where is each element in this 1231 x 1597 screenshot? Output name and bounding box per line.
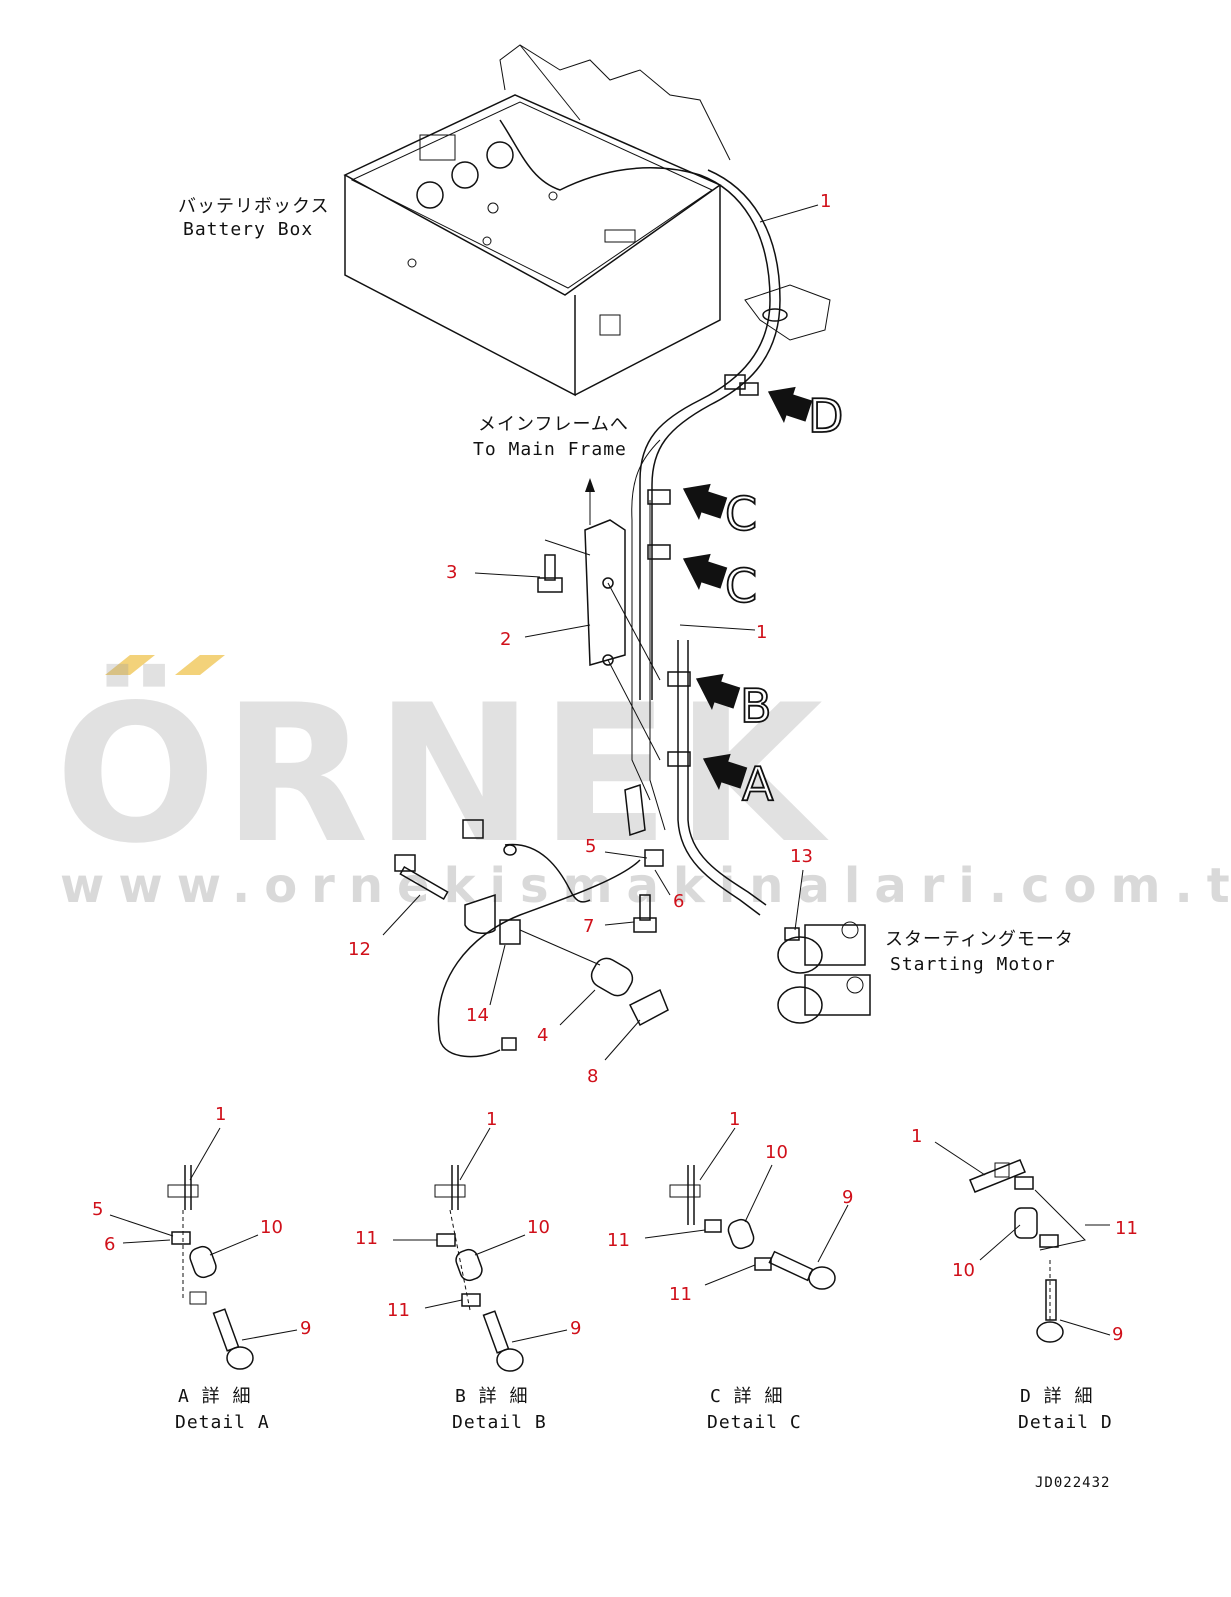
detail-d-title-en: Detail D [1018,1412,1113,1433]
detail-a-title-en: Detail A [175,1412,270,1433]
starting-motor-label-jp: スターティングモータ [885,929,1074,950]
watermark-brand: ÖRNEK [55,663,829,885]
detail-c: 1 10 9 11 11 C 詳 細 Detail C [607,1109,853,1433]
view-arrow-b-label: B [740,679,772,733]
callout-5: 5 [585,836,596,857]
detail-c-callout-10: 10 [765,1142,788,1163]
bracket-2 [584,478,661,761]
detail-b-callout-11-bottom: 11 [387,1300,410,1321]
view-arrow-c1: C [682,483,758,542]
detail-a-callout-5: 5 [92,1199,103,1220]
callout-2: 2 [500,629,511,650]
view-arrow-c1-label: C [725,487,757,541]
watermark: ÖRNEK www.ornekismakinalari.com.tr [55,655,1231,914]
callout-8: 8 [587,1066,598,1087]
view-arrows: D C C B A [682,386,844,812]
detail-b: 1 11 10 11 9 B 詳 細 Detail B [355,1109,581,1433]
bolt-3 [537,539,591,593]
watermark-accent-right [175,655,225,675]
detail-b-title-en: Detail B [452,1412,547,1433]
detail-c-callout-9: 9 [842,1187,853,1208]
detail-d-callout-1: 1 [911,1126,922,1147]
detail-b-callout-9: 9 [570,1318,581,1339]
detail-a-callout-10: 10 [260,1217,283,1238]
watermark-url: www.ornekismakinalari.com.tr [60,858,1231,914]
detail-d: 1 11 10 9 D 詳 細 Detail D [911,1126,1138,1433]
detail-a-callout-9: 9 [300,1318,311,1339]
main-frame-label-jp: メインフレームへ [478,414,629,435]
detail-b-callout-10: 10 [527,1217,550,1238]
detail-d-title-jp: D 詳 細 [1020,1386,1094,1407]
starting-motor [777,921,871,1024]
callout-4: 4 [537,1025,548,1046]
ground-cable-assembly [394,783,669,1058]
callout-12: 12 [348,939,371,960]
detail-c-title-jp: C 詳 細 [710,1386,784,1407]
leader-lines [382,204,819,1061]
callout-1-mid: 1 [756,622,767,643]
callout-13: 13 [790,846,813,867]
main-labels: バッテリボックス Battery Box メインフレームへ To Main Fr… [178,196,1074,975]
cable-1-lower [647,489,767,916]
main-frame-label-en: To Main Frame [473,439,627,460]
detail-c-callout-1: 1 [729,1109,740,1130]
view-arrow-d: D [767,386,844,444]
watermark-accent-left [105,655,155,675]
detail-d-callout-9: 9 [1112,1324,1123,1345]
detail-a: 1 5 6 10 9 A 詳 細 Detail A [92,1104,311,1433]
detail-c-callout-11-bottom: 11 [669,1284,692,1305]
view-arrow-d-label: D [808,389,843,443]
callout-14: 14 [466,1005,489,1026]
cable-1-upper [631,169,831,831]
detail-a-title-jp: A 詳 細 [178,1386,252,1407]
view-arrow-a-label: A [742,757,774,811]
view-arrow-a: A [702,753,775,812]
detail-b-callout-1: 1 [486,1109,497,1130]
detail-d-callout-10: 10 [952,1260,975,1281]
callout-7: 7 [583,916,594,937]
detail-d-callout-11: 11 [1115,1218,1138,1239]
drawing-code: JD022432 [1035,1475,1110,1491]
main-callouts: 1 1 2 3 4 5 6 7 8 12 13 14 [348,191,831,1087]
detail-b-title-jp: B 詳 細 [455,1386,529,1407]
detail-b-callout-11-top: 11 [355,1228,378,1249]
battery-box-label-jp: バッテリボックス [178,196,329,217]
detail-a-callout-6: 6 [104,1234,115,1255]
view-arrow-b: B [695,673,772,734]
detail-c-title-en: Detail C [707,1412,802,1433]
battery-box [343,44,731,397]
callout-3: 3 [446,562,457,583]
starting-motor-label-en: Starting Motor [890,954,1056,975]
view-arrow-c2-label: C [725,559,757,613]
detail-a-callout-1: 1 [215,1104,226,1125]
callout-1-top: 1 [820,191,831,212]
view-arrow-c2: C [682,553,758,614]
detail-c-callout-11-top: 11 [607,1230,630,1251]
battery-box-label-en: Battery Box [183,219,313,240]
callout-6: 6 [673,891,684,912]
